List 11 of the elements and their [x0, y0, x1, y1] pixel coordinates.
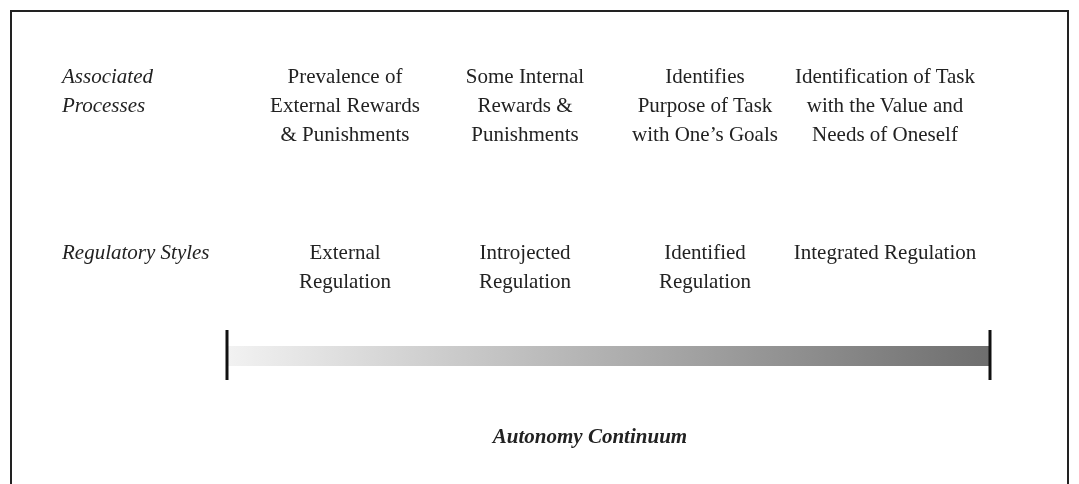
caption: Autonomy Continuum [490, 424, 689, 449]
table-text: Some Internal Rewards & Punishments [464, 63, 586, 148]
table-text: External Regulation [297, 239, 393, 295]
table-text: Identification of Task with the Value and Needs of Oneself [793, 63, 977, 148]
table-text: Identifies Purpose of Task with One’s Goals [631, 63, 779, 148]
table-text: Identified Regulation [657, 239, 753, 295]
row-header: Regulatory Styles [62, 239, 211, 266]
table-text: Integrated Regulation [792, 239, 978, 266]
row-header: Associated Processes [62, 63, 154, 119]
table-text: Introjected Regulation [477, 239, 573, 295]
table-text: Prevalence of External Rewards & Punishments [270, 63, 420, 148]
